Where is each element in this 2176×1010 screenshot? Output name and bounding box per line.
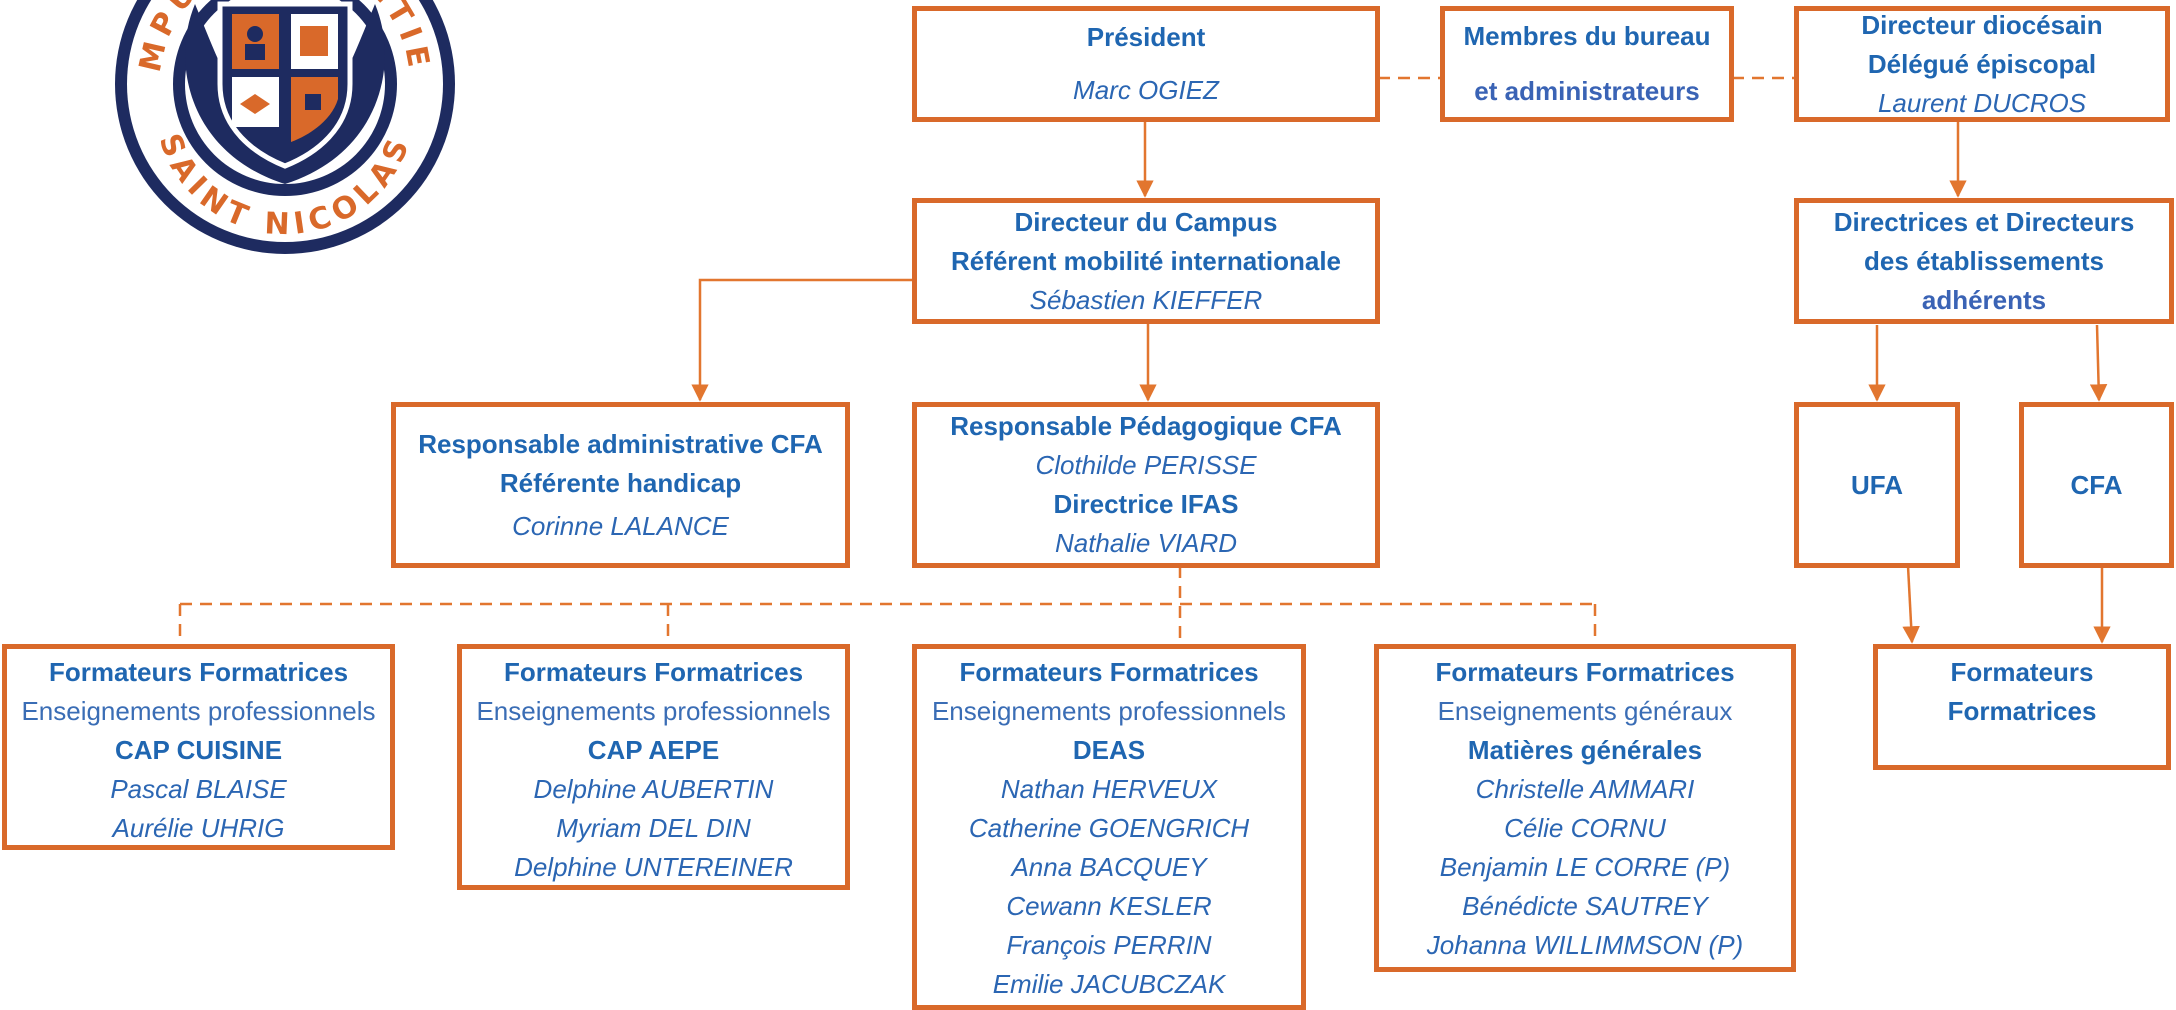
bureau-line1: Membres du bureau: [1463, 21, 1711, 51]
formateurs-ufa-cfa-line1: Formateurs: [1950, 657, 2094, 687]
deas-person: Cewann KESLER: [1006, 891, 1212, 921]
cap-aepe-person: Delphine AUBERTIN: [533, 774, 774, 804]
diocesain-line1: Directeur diocésain: [1861, 9, 2103, 40]
cap-aepe-subtitle: Enseignements professionnels: [476, 696, 831, 726]
dashed-distribution-lines: [178, 566, 1597, 644]
deas-subtitle: Enseignements professionnels: [931, 696, 1287, 726]
president-box: Président Marc OGIEZ: [912, 6, 1380, 122]
generaux-person: Christelle AMMARI: [1475, 774, 1695, 804]
directrices-box: Directrices et Directeurs des établissem…: [1794, 198, 2174, 324]
deas-person: François PERRIN: [1006, 930, 1212, 960]
resp-admin-box: Responsable administrative CFA Référente…: [391, 402, 850, 568]
directrices-line3: adhérents: [1921, 284, 2047, 315]
cap-aepe-person: Delphine UNTEREINER: [514, 852, 793, 882]
formateurs-ufa-cfa-box: Formateurs Formatrices: [1873, 644, 2171, 770]
resp-admin-line2: Référente handicap: [499, 467, 742, 498]
generaux-subtitle: Enseignements généraux: [1437, 696, 1733, 726]
directeur-campus-line2: Référent mobilité internationale: [950, 245, 1342, 276]
deas-person: Catherine GOENGRICH: [968, 813, 1250, 843]
cfa-label: CFA: [2070, 469, 2123, 500]
generaux-person: Benjamin LE CORRE (P): [1439, 852, 1731, 882]
cap-aepe-person: Myriam DEL DIN: [556, 813, 751, 843]
deas-title: Formateurs Formatrices: [959, 657, 1259, 687]
cap-cuisine-subtitle: Enseignements professionnels: [21, 696, 376, 726]
resp-peda-line2: Directrice IFAS: [1053, 489, 1239, 519]
cap-cuisine-program: CAP CUISINE: [114, 735, 283, 765]
arrow-ufa-formateurs: [1902, 565, 1920, 644]
resp-peda-box: Responsable Pédagogique CFA Clothilde PE…: [912, 402, 1380, 568]
resp-peda-line1: Responsable Pédagogique CFA: [950, 411, 1342, 441]
deas-program: DEAS: [1072, 735, 1146, 765]
cap-aepe-program: CAP AEPE: [587, 735, 720, 765]
directeur-diocesain-box: Directeur diocésain Délégué épiscopal La…: [1794, 6, 2170, 122]
generaux-person: Johanna WILLIMMSON (P): [1426, 930, 1744, 960]
ufa-box: UFA: [1794, 402, 1960, 568]
deas-person: Nathan HERVEUX: [1000, 774, 1218, 804]
ufa-label: UFA: [1851, 469, 1903, 500]
resp-peda-name1: Clothilde PERISSE: [1035, 450, 1257, 480]
deas-person: Emilie JACUBCZAK: [992, 969, 1226, 999]
diocesain-name: Laurent DUCROS: [1877, 87, 2087, 118]
directeur-campus-box: Directeur du Campus Référent mobilité in…: [912, 198, 1380, 324]
formateurs-ufa-cfa-line2: Formatrices: [1947, 696, 2097, 726]
generaux-person: Célie CORNU: [1504, 813, 1666, 843]
generaux-program: Matières générales: [1467, 735, 1703, 765]
generaux-title: Formateurs Formatrices: [1435, 657, 1735, 687]
directeur-campus-name: Sébastien KIEFFER: [1029, 284, 1263, 315]
directrices-line1: Directrices et Directeurs: [1833, 206, 2135, 237]
president-title: Président: [1086, 22, 1206, 52]
directeur-campus-line1: Directeur du Campus: [1014, 206, 1278, 237]
cap-cuisine-person: Aurélie UHRIG: [112, 813, 285, 843]
formateurs-cap-aepe-box: Formateurs Formatrices Enseignements pro…: [457, 644, 850, 890]
resp-admin-line1: Responsable administrative CFA: [418, 428, 823, 459]
cap-cuisine-person: Pascal BLAISE: [110, 774, 287, 804]
arrow-directrices-cfa: [2089, 324, 2108, 402]
generaux-person: Bénédicte SAUTREY: [1462, 891, 1708, 921]
formateurs-cap-cuisine-box: Formateurs Formatrices Enseignements pro…: [2, 644, 395, 850]
cfa-box: CFA: [2019, 402, 2174, 568]
campus-logo: CAMPUS DES METIERS SAINT NICOLAS: [100, 0, 455, 254]
formateurs-generaux-box: Formateurs Formatrices Enseignements gén…: [1374, 644, 1796, 972]
deas-person: Anna BACQUEY: [1011, 852, 1207, 882]
president-name: Marc OGIEZ: [1073, 75, 1219, 105]
directrices-line2: des établissements: [1864, 245, 2104, 276]
resp-peda-name2: Nathalie VIARD: [1054, 528, 1238, 558]
cap-aepe-title: Formateurs Formatrices: [503, 657, 804, 687]
diocesain-line2: Délégué épiscopal: [1867, 48, 2097, 79]
bureau-line2: et administrateurs: [1474, 76, 1700, 106]
bureau-box: Membres du bureau et administrateurs: [1440, 6, 1734, 122]
formateurs-deas-box: Formateurs Formatrices Enseignements pro…: [912, 644, 1306, 1010]
arrow-directeur-resp-admin: [691, 278, 915, 402]
cap-cuisine-title: Formateurs Formatrices: [48, 657, 349, 687]
resp-admin-name: Corinne LALANCE: [512, 510, 729, 541]
